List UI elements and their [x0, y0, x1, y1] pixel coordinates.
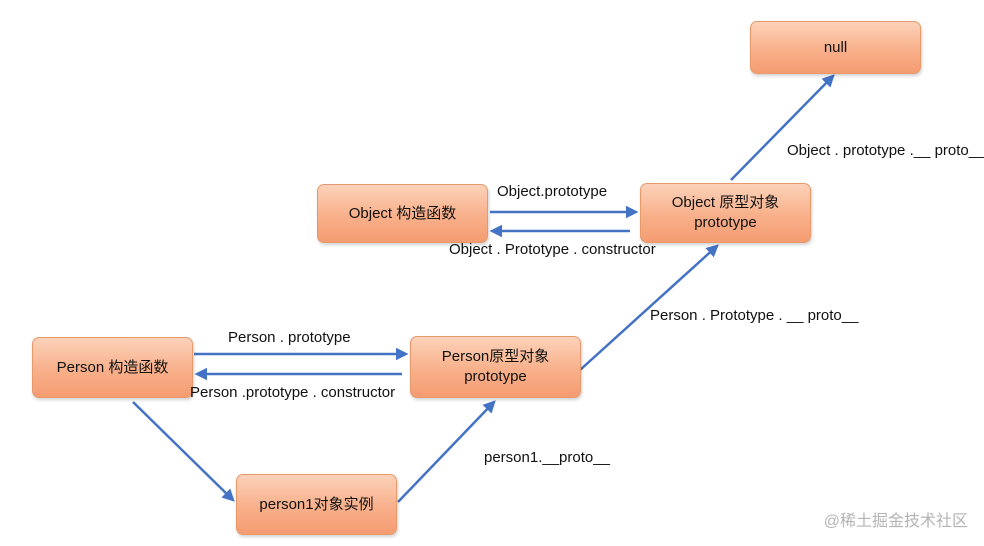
arrow-object-prototype-to-null	[730, 74, 835, 181]
node-object-prototype: Object 原型对象 prototype	[640, 183, 811, 243]
label-person1-proto: person1.__proto__	[484, 449, 610, 466]
label-person-prototype: Person . prototype	[228, 329, 351, 346]
node-object-constructor-label: Object 构造函数	[348, 204, 457, 222]
node-person-constructor-label: Person 构造函数	[56, 358, 169, 376]
arrow-person-prototype-to-object-prototype	[579, 244, 719, 371]
label-object-prototype-constructor: Object . Prototype . constructor	[449, 241, 656, 258]
node-object-prototype-title: Object 原型对象	[671, 194, 780, 211]
node-null-label: null	[823, 38, 848, 56]
label-person-prototype-proto: Person . Prototype . __ proto__	[650, 307, 859, 324]
label-object-prototype-proto: Object . prototype .__ proto__	[787, 142, 984, 159]
watermark: @稀土掘金技术社区	[823, 513, 968, 530]
node-person1-instance-label: person1对象实例	[259, 495, 374, 513]
node-object-constructor: Object 构造函数	[317, 184, 488, 243]
node-person-prototype-subtitle: prototype	[464, 368, 527, 385]
node-person-prototype: Person原型对象 prototype	[410, 336, 581, 398]
arrow-person1-to-person-prototype	[397, 400, 496, 503]
node-person-constructor: Person 构造函数	[32, 337, 193, 398]
arrow-person-constructor-to-person1	[132, 401, 235, 502]
node-null: null	[750, 21, 921, 74]
node-object-prototype-subtitle: prototype	[694, 214, 757, 231]
node-person-prototype-title: Person原型对象	[441, 348, 550, 365]
label-object-prototype: Object.prototype	[497, 183, 608, 200]
label-person-prototype-constructor: Person .prototype . constructor	[190, 384, 396, 401]
node-person1-instance: person1对象实例	[236, 474, 397, 535]
